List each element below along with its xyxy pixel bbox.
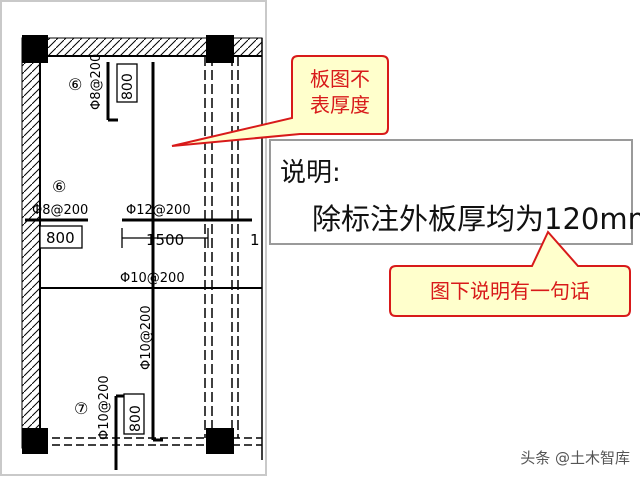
left-wall-hatch [21, 37, 41, 449]
rebar-spec-10-200-vertical: Φ10@200 [139, 305, 154, 370]
dim-box-800-top [116, 63, 138, 103]
rebar-spec-8-200-left: Φ8@200 [32, 203, 88, 218]
callout-text-bottom: 图下说明有一句话 [430, 279, 590, 303]
callout-text-top: 板图不 表厚度 [310, 67, 370, 117]
note-box [269, 139, 633, 245]
column-top-right [206, 35, 234, 63]
watermark: 头条 @土木智库 [520, 449, 630, 467]
rebar-spec-12-200: Φ12@200 [126, 203, 191, 218]
dim-partial: 1 [250, 231, 260, 249]
callout-bubble-bottom [389, 230, 631, 317]
dim-1500: 1500 [146, 231, 184, 249]
dim-box-800-left [39, 225, 83, 249]
column-top-left [22, 35, 48, 63]
rebar-spec-10-200-horizontal: Φ10@200 [120, 271, 185, 286]
callout-bubble-top [171, 55, 389, 147]
rebar-mark-7: ⑦ [74, 399, 88, 418]
dim-box-800-bottom [123, 393, 145, 435]
column-bottom-right [206, 428, 234, 454]
rebar-spec-10-200-bottom: Φ10@200 [97, 375, 112, 440]
note-body: 除标注外板厚均为120mm [312, 202, 640, 236]
note-heading: 说明: [280, 158, 341, 188]
rebar-mark-6-top: ⑥ [68, 75, 82, 94]
dim-800-left: 800 [46, 229, 75, 247]
rebar-spec-8-200-top: Φ8@200 [89, 54, 104, 110]
dim-800-bottom: 800 [128, 405, 144, 432]
column-bottom-left [22, 428, 48, 454]
drawing-frame [0, 0, 267, 476]
rebar-mark-6-left: ⑥ [52, 177, 66, 196]
dim-800-top: 800 [120, 73, 136, 100]
